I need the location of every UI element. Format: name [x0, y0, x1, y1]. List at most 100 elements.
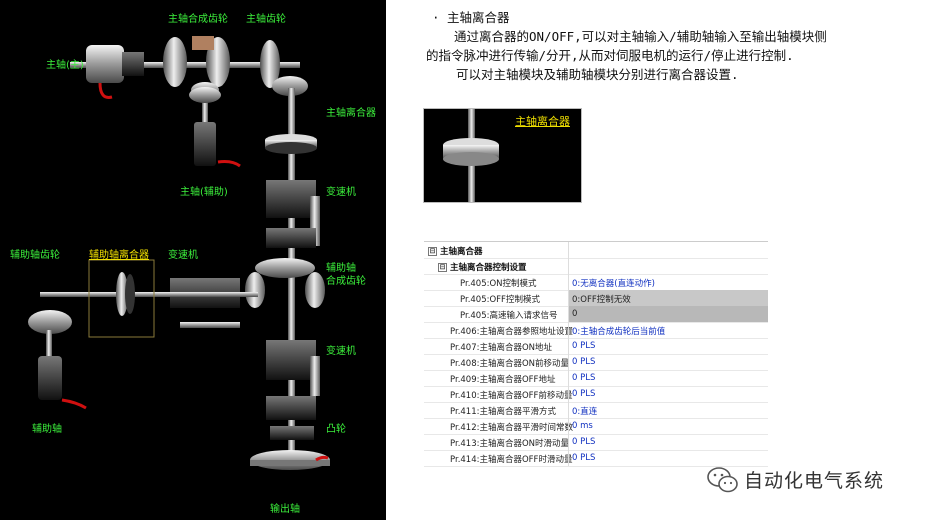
label-main-axis-primary: 主轴(主): [46, 60, 84, 71]
param-name: Pr.406:主轴离合器参照地址设置: [450, 325, 573, 337]
speed-changer-2: [266, 340, 320, 396]
mechanical-diagram: 主轴合成齿轮 主轴齿轮 主轴(主) 主轴离合器 主轴(辅助) 变速机 辅助轴齿轮…: [0, 0, 386, 520]
speed-changer-1: [266, 180, 320, 248]
param-name: Pr.412:主轴离合器平滑时间常数: [450, 421, 573, 433]
param-group-row[interactable]: ⊟主轴离合器控制设置: [424, 258, 768, 275]
param-value[interactable]: 0 ms: [568, 418, 768, 434]
description-line-1: 通过离合器的ON/OFF,可以对主轴输入/辅助轴输入至输出轴模块侧: [454, 29, 827, 44]
param-name-text: Pr.409:主轴离合器OFF地址: [450, 375, 556, 385]
output-shaft: [288, 88, 295, 468]
param-value: [568, 242, 768, 258]
description-line-3: 可以对主轴模块及辅助轴模块分别进行离合器设置.: [456, 67, 739, 82]
label-aux-gear: 辅助轴齿轮: [10, 250, 60, 261]
param-value: [568, 258, 768, 274]
param-name: Pr.408:主轴离合器ON前移动量: [450, 357, 569, 369]
aux-clutch-disk: [116, 272, 135, 316]
param-name: Pr.410:主轴离合器OFF前移动量: [450, 389, 572, 401]
label-main-clutch: 主轴离合器: [326, 108, 376, 119]
output-disk: [250, 450, 330, 470]
param-row[interactable]: Pr.407:主轴离合器ON地址 0 PLS: [424, 338, 768, 355]
label-aux-composite-gear: 辅助轴 合成齿轮: [326, 263, 366, 287]
collapse-toggle-icon[interactable]: ⊟: [438, 263, 447, 272]
description-heading: · 主轴离合器: [432, 10, 510, 25]
param-value[interactable]: 0:无离合器(直连动作): [568, 274, 768, 290]
param-row[interactable]: Pr.405:高速输入请求信号 0: [424, 306, 768, 323]
main-gear: [260, 40, 280, 88]
param-value[interactable]: 0 PLS: [568, 354, 768, 370]
param-name-text: 主轴离合器控制设置: [450, 263, 527, 273]
description: · 主轴离合器 通过离合器的ON/OFF,可以对主轴输入/辅助轴输入至输出轴模块…: [426, 8, 926, 84]
label-main-gear: 主轴齿轮: [246, 14, 286, 25]
label-aux-clutch[interactable]: 辅助轴离合器: [89, 250, 149, 261]
aux-gear-motor: [28, 310, 87, 410]
label-output-axis: 输出轴: [270, 504, 300, 515]
param-name: Pr.405:OFF控制模式: [460, 293, 540, 305]
collapse-toggle-icon[interactable]: ⊟: [428, 247, 437, 256]
param-value[interactable]: 0: [568, 306, 768, 322]
label-main-composite-gear: 主轴合成齿轮: [168, 14, 228, 25]
param-name-text: Pr.412:主轴离合器平滑时间常数: [450, 423, 573, 433]
param-value[interactable]: 0:OFF控制无效: [568, 290, 768, 306]
param-name-text: Pr.411:主轴离合器平滑方式: [450, 407, 556, 417]
label-speed-changer-aux: 变速机: [168, 250, 198, 261]
param-name-text: Pr.413:主轴离合器ON时滑动量: [450, 439, 570, 449]
param-value[interactable]: 0:主轴合成齿轮后当前值: [568, 322, 768, 338]
diagram-artwork: [28, 36, 330, 470]
wechat-icon: [707, 467, 738, 493]
watermark-text: 自动化电气系统: [744, 470, 885, 492]
param-name: Pr.413:主轴离合器ON时滑动量: [450, 437, 569, 449]
param-row[interactable]: Pr.405:ON控制模式 0:无离合器(直连动作): [424, 274, 768, 291]
param-row[interactable]: Pr.411:主轴离合器平滑方式 0:直连: [424, 402, 768, 419]
clutch-thumbnail: 主轴离合器: [423, 108, 582, 203]
param-name-text: Pr.410:主轴离合器OFF前移动量: [450, 391, 573, 401]
param-name-text: Pr.405:OFF控制模式: [460, 295, 540, 305]
watermark: 自动化电气系统: [704, 463, 924, 495]
main-motor-primary: [86, 45, 144, 99]
main-aux-input: [189, 87, 241, 168]
param-name: Pr.407:主轴离合器ON地址: [450, 341, 552, 353]
main-clutch-disk: [265, 134, 317, 154]
param-name: Pr.405:ON控制模式: [460, 277, 537, 289]
param-name: ⊟主轴离合器: [428, 245, 483, 257]
aux-speed-changer: [170, 278, 240, 328]
cam-unit: [266, 396, 316, 440]
param-name: Pr.411:主轴离合器平滑方式: [450, 405, 556, 417]
param-name-text: Pr.408:主轴离合器ON前移动量: [450, 359, 570, 369]
param-name: Pr.414:主轴离合器OFF时滑动量: [450, 453, 572, 465]
param-name-text: Pr.405:ON控制模式: [460, 279, 537, 289]
param-name: Pr.405:高速输入请求信号: [460, 309, 557, 321]
param-value[interactable]: 0 PLS: [568, 386, 768, 402]
param-row[interactable]: Pr.409:主轴离合器OFF地址 0 PLS: [424, 370, 768, 387]
label-aux-axis: 辅助轴: [32, 424, 62, 435]
main-gear-bevel: [272, 76, 308, 96]
label-speed-changer-2: 变速机: [326, 346, 356, 357]
aux-clutch-frame: [88, 259, 155, 338]
param-name: ⊟主轴离合器控制设置: [438, 261, 527, 273]
clutch-thumbnail-art: [443, 109, 499, 202]
param-name-text: Pr.414:主轴离合器OFF时滑动量: [450, 455, 573, 465]
param-value[interactable]: 0 PLS: [568, 450, 768, 466]
description-line-2: 的指令脉冲进行传输/分开,从而对伺服电机的运行/停止进行控制.: [426, 48, 794, 63]
param-name-text: Pr.405:高速输入请求信号: [460, 311, 558, 321]
param-value[interactable]: 0:直连: [568, 402, 768, 418]
param-name-text: Pr.406:主轴离合器参照地址设置: [450, 327, 573, 337]
aux-composite-gear: [245, 258, 325, 308]
label-speed-changer-1: 变速机: [326, 187, 356, 198]
param-name-text: Pr.407:主轴离合器ON地址: [450, 343, 553, 353]
param-row[interactable]: Pr.405:OFF控制模式 0:OFF控制无效: [424, 290, 768, 307]
param-name-text: 主轴离合器: [440, 247, 483, 257]
label-main-axis-aux: 主轴(辅助): [180, 187, 228, 198]
clutch-thumbnail-label[interactable]: 主轴离合器: [515, 115, 570, 128]
param-name: Pr.409:主轴离合器OFF地址: [450, 373, 555, 385]
param-value[interactable]: 0 PLS: [568, 370, 768, 386]
param-group-row[interactable]: ⊟主轴离合器: [424, 242, 768, 259]
param-value[interactable]: 0 PLS: [568, 338, 768, 354]
param-value[interactable]: 0 PLS: [568, 434, 768, 450]
